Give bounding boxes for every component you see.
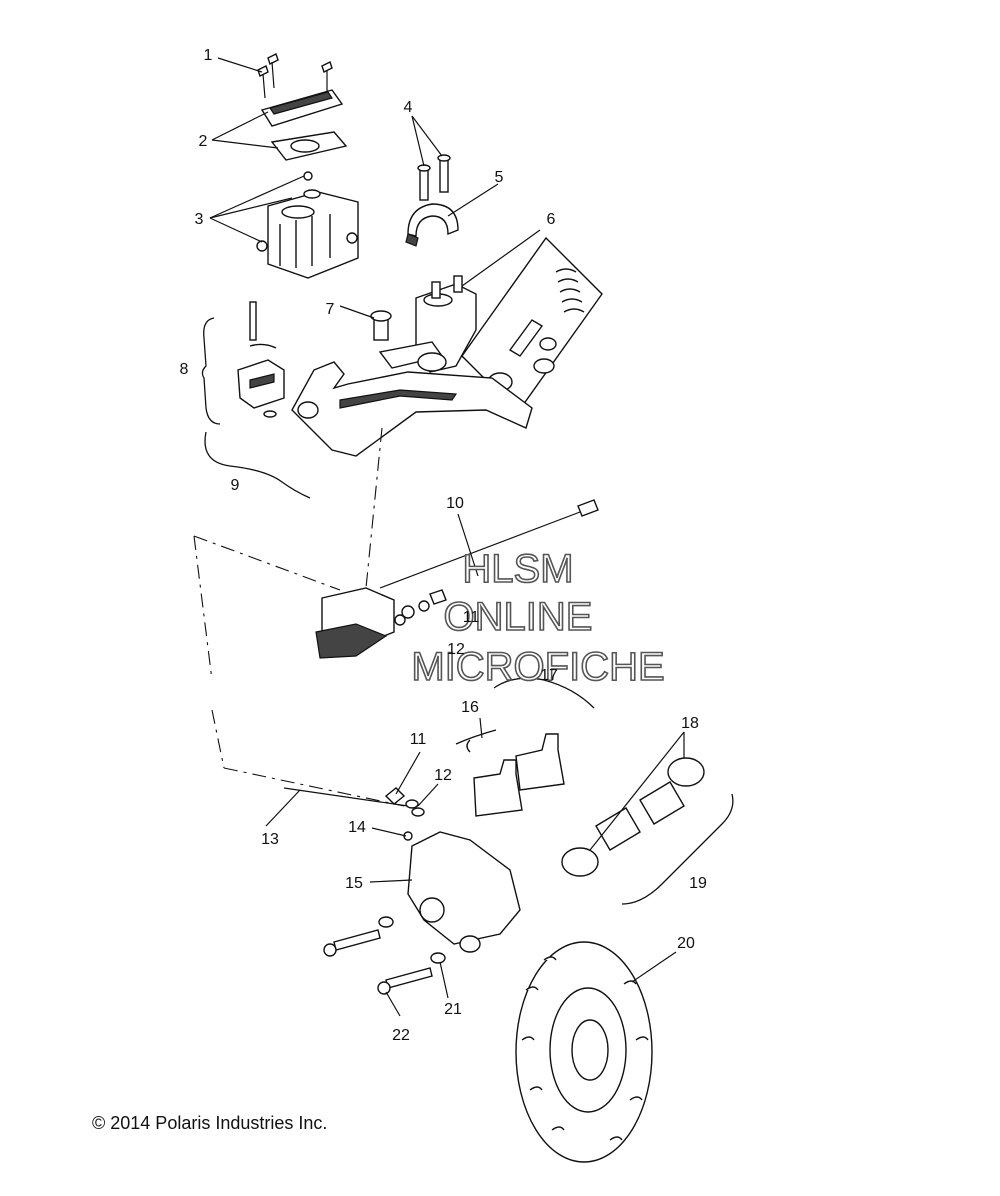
callout-11-lower: 11 [410,731,427,748]
part-19-pistons [595,781,685,851]
callout-12-upper: 12 [447,641,465,658]
callout-9: 9 [231,477,240,494]
watermark-line-3: MICROFICHE [411,645,664,689]
part-15-caliper [403,831,521,953]
part-21-washers [378,916,446,964]
part-5-clamp [405,203,459,247]
part-3-master-cylinder-body [256,171,359,279]
part-8-switch [237,301,285,418]
part-16-pin [455,729,497,753]
callout-16: 16 [461,699,479,716]
callout-10: 10 [446,495,464,512]
callout-19: 19 [689,875,707,892]
callout-4: 4 [404,99,413,116]
callout-8: 8 [180,361,189,378]
assembled-master-cylinder [315,587,430,659]
callout-11-upper: 11 [463,609,480,626]
part-18-seals [561,757,705,877]
part-12-washers-lower [405,799,425,817]
copyright-notice: © 2014 Polaris Industries Inc. [92,1113,328,1133]
callout-7: 7 [326,301,335,318]
callout-numbers: 1 2 3 4 5 6 7 8 9 10 11 12 11 12 13 14 1… [180,47,707,1044]
callout-22: 22 [392,1027,410,1044]
part-6-kit-box [461,236,603,414]
part-7-pivot-bolt [370,310,392,341]
callout-13: 13 [261,831,279,848]
callout-3: 3 [195,211,204,228]
part-6-lever-housing [378,275,477,373]
callout-18: 18 [681,715,699,732]
group-braces [201,317,734,905]
part-22-mounting-bolts [323,929,433,995]
callout-2: 2 [199,133,208,150]
callout-12-lower: 12 [434,767,452,784]
callout-17: 17 [540,667,558,684]
part-10-brake-line [379,499,599,589]
part-9-brake-lever [291,361,533,457]
watermark-line-2: ONLINE [444,595,593,639]
watermark: HLSM ONLINE MICROFICHE [411,546,666,690]
part-13-lower-line [283,787,409,807]
callout-14: 14 [348,819,366,836]
part-1-screws [257,53,333,99]
callout-6: 6 [547,211,556,228]
callout-leaders [209,57,685,1017]
callout-20: 20 [677,935,695,952]
callout-21: 21 [444,1001,462,1018]
part-17-brake-pads [473,733,565,817]
part-2-reservoir-cover [260,89,348,161]
part-11-banjo-bolt-upper [429,589,447,605]
callout-1: 1 [204,47,213,64]
assembly-guide-lines [193,427,405,807]
part-20-brake-rotor [515,941,653,1163]
callout-15: 15 [345,875,363,892]
watermark-line-1: HLSM [462,547,573,591]
callout-5: 5 [495,169,504,186]
part-11-banjo-bolt-lower [384,787,406,805]
